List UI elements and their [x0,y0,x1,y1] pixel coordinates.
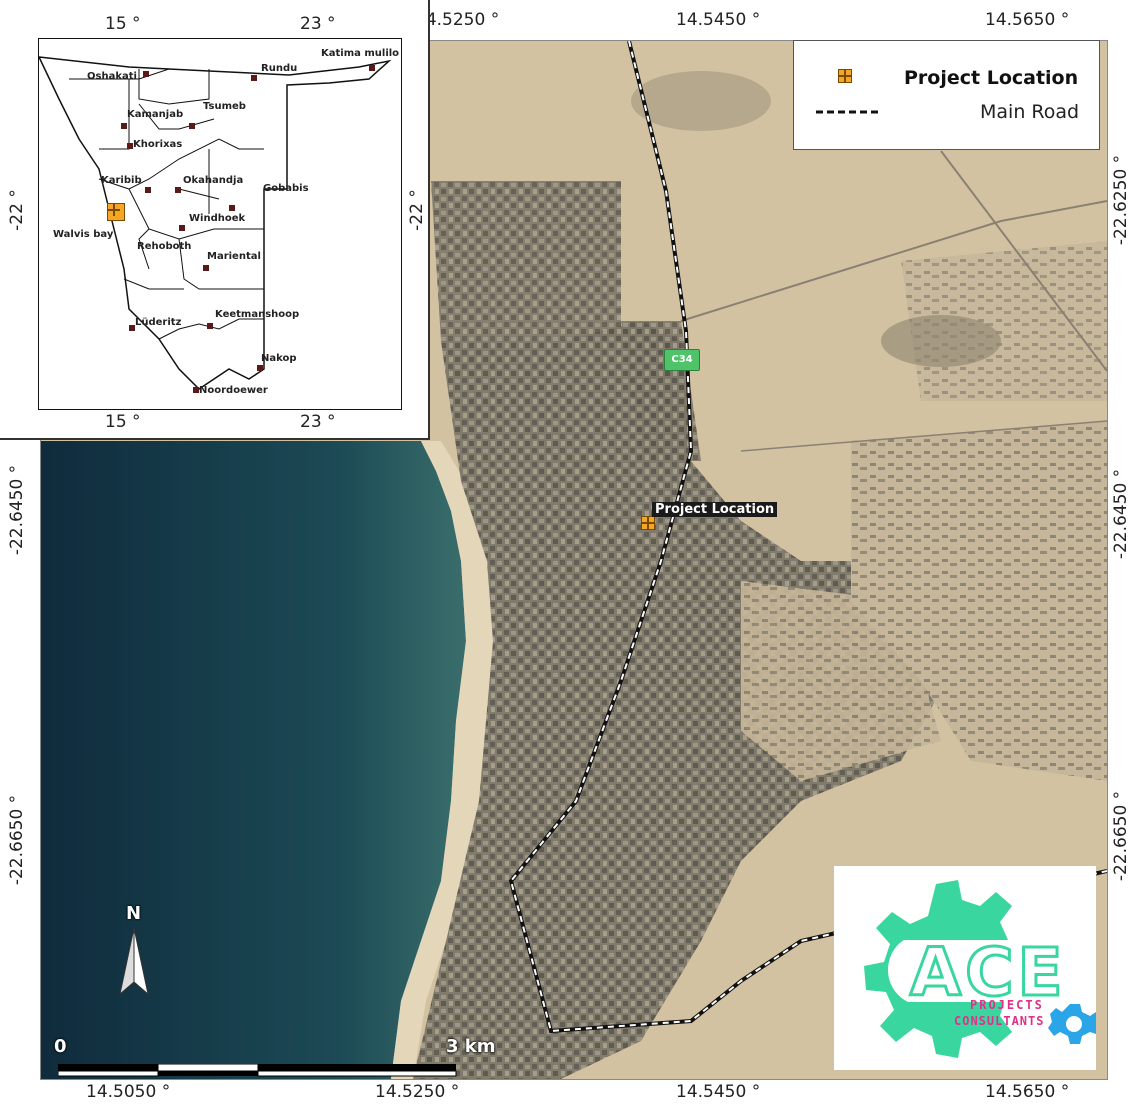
town-dot [229,205,235,211]
top-coord-3: 14.5650 ° [985,10,1070,30]
inset-top-coord-1: 15 ° [105,14,141,34]
legend: Project Location Main Road [793,40,1100,150]
inset-right-coord: -22 ° [406,189,427,231]
town-rehoboth: Rehoboth [137,241,192,252]
town-dot [179,225,185,231]
logo-line2: CONSULTANTS [954,1014,1045,1028]
town-rundu: Rundu [261,63,298,74]
bottom-coord-4: 14.5650 ° [985,1082,1070,1102]
gear-logo-icon [864,880,1096,1058]
town-tsumeb: Tsumeb [203,101,246,112]
bottom-coord-1: 14.5050 ° [86,1082,171,1102]
town-khorixas: Khorixas [133,139,183,150]
inset-left-coord: -22 ° [6,189,27,231]
town-dot [129,325,135,331]
road-shield-c34: C34 [664,349,700,371]
main-road [509,41,1107,1033]
town-okahandja: Okahandja [183,175,244,186]
project-location-label: Project Location [652,502,778,517]
namibia-outline [39,56,392,390]
town-dot [175,187,181,193]
right-coord-3: -22.6650 ° [1111,790,1132,882]
town-noordoewer: Noordoewer [199,385,268,396]
inset-project-marker [107,203,125,221]
town-dot [207,323,213,329]
namibia-outline-map: Rundu Katima mulilo Oshakati Tsumeb Kama… [38,38,402,410]
inset-bottom-coord-2: 23 ° [300,412,336,432]
left-coord-2: -22.6650 ° [7,794,28,886]
left-coord-1: -22.6450 ° [7,464,28,556]
project-location-marker[interactable] [641,516,655,530]
logo-line1: PROJECTS [970,998,1044,1012]
legend-road-icon [816,110,878,114]
scale-start-label: 0 [54,1036,67,1057]
town-gobabis: Gobabis [263,183,309,194]
north-arrow-icon [119,927,149,996]
town-oshakati: Oshakati [87,71,137,82]
town-karibib: Karibib [101,175,142,186]
bottom-coord-2: 14.5250 ° [375,1082,460,1102]
town-windhoek: Windhoek [189,213,246,224]
legend-item-project [838,69,852,83]
inset-top-coord-2: 23 ° [300,14,336,34]
town-dot [189,123,195,129]
legend-road-label: Main Road [980,101,1080,123]
scale-bar [58,1064,457,1077]
town-dot [127,143,133,149]
town-dot [257,365,263,371]
town-dot [203,265,209,271]
town-nakop: Nakop [261,353,297,364]
right-coord-2: -22.6450 ° [1111,468,1132,560]
town-kamanjab: Kamanjab [127,109,184,120]
right-coord-1: -22.6250 ° [1111,154,1132,246]
town-mariental: Mariental [207,251,261,262]
top-coord-1: 14.5250 ° [415,10,500,30]
town-dot [193,387,199,393]
town-dot [143,71,149,77]
scale-end-label: 3 km [446,1036,496,1057]
town-dot [145,187,151,193]
legend-project-label: Project Location [904,67,1079,89]
town-dot [121,123,127,129]
town-dot [251,75,257,81]
inset-map-panel: 15 ° 23 ° 15 ° 23 ° -22 ° -22 ° [0,0,430,440]
town-luderitz: Lüderitz [135,317,182,328]
legend-project-icon [838,69,852,83]
inset-bottom-coord-1: 15 ° [105,412,141,432]
town-katima-mulilo: Katima mulilo [321,48,400,59]
company-logo: ACE PROJECTS CONSULTANTS [834,866,1096,1070]
town-dot [369,65,375,71]
logo-main-text: ACE [909,933,1067,1013]
town-keetmanshoop: Keetmanshoop [215,309,300,320]
top-coord-2: 14.5450 ° [676,10,761,30]
north-label: N [126,903,142,924]
town-walvis-bay: Walvis bay [53,229,114,240]
bottom-coord-3: 14.5450 ° [676,1082,761,1102]
